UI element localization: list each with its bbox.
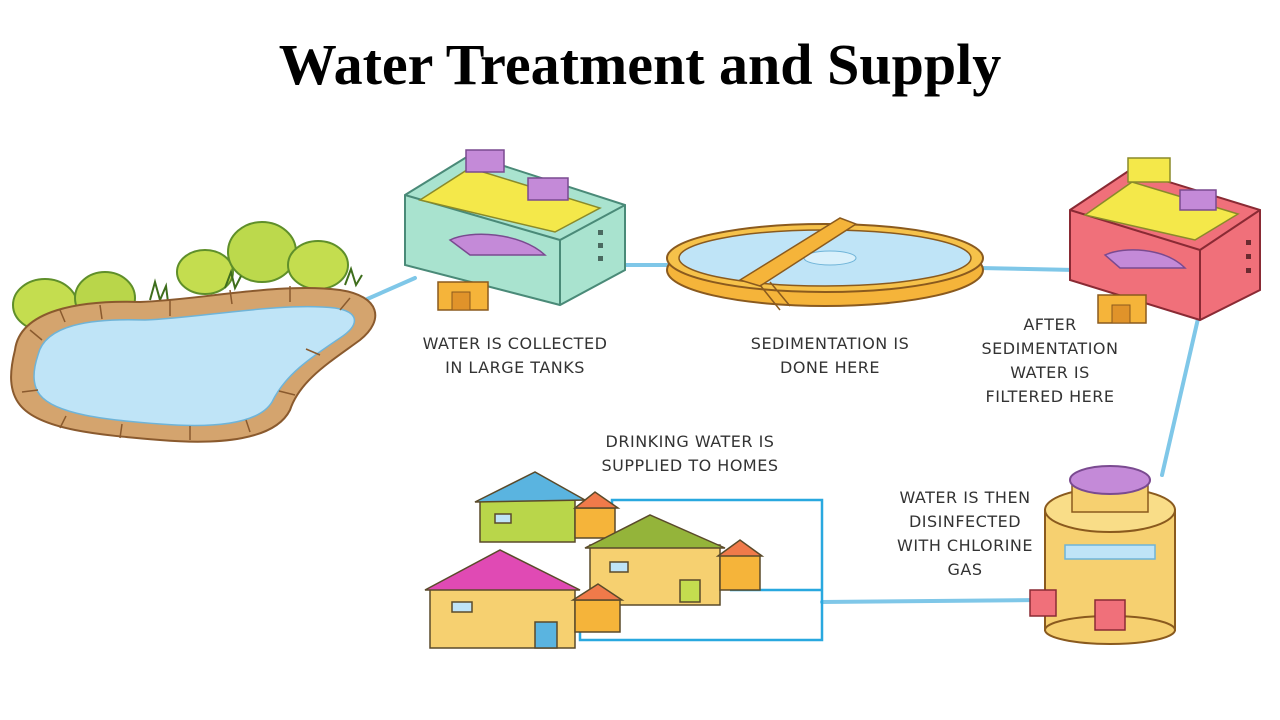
pond-illustration [10, 221, 377, 443]
page-title: Water Treatment and Supply [278, 32, 1002, 97]
pipe-filter-to-chlorine [1160, 308, 1202, 477]
label-disinfection: WATER IS THEN DISINFECTED WITH CHLORINE … [897, 488, 1033, 579]
pond-water [33, 305, 356, 427]
filtration-tank [1069, 157, 1261, 324]
house-blue-roof [474, 471, 621, 543]
label-sedimentation: SEDIMENTATION IS DONE HERE [750, 334, 910, 377]
houses [424, 471, 765, 649]
label-collection: WATER IS COLLECTED IN LARGE TANKS [422, 334, 608, 377]
pipe-pond-to-tank [363, 276, 417, 302]
collection-tank [404, 149, 626, 311]
chlorination-tower [1029, 465, 1176, 645]
house-magenta-roof [424, 549, 625, 649]
pipe-sedimentation-to-filter [978, 266, 1077, 272]
sedimentation-tank [666, 217, 984, 311]
label-supply: DRINKING WATER IS SUPPLIED TO HOMES [601, 432, 779, 475]
pipe-chlorine-to-homes [820, 598, 1042, 604]
label-filtration: AFTER SEDIMENTATION WATER IS FILTERED HE… [981, 315, 1119, 406]
house-green-roof [584, 514, 765, 606]
